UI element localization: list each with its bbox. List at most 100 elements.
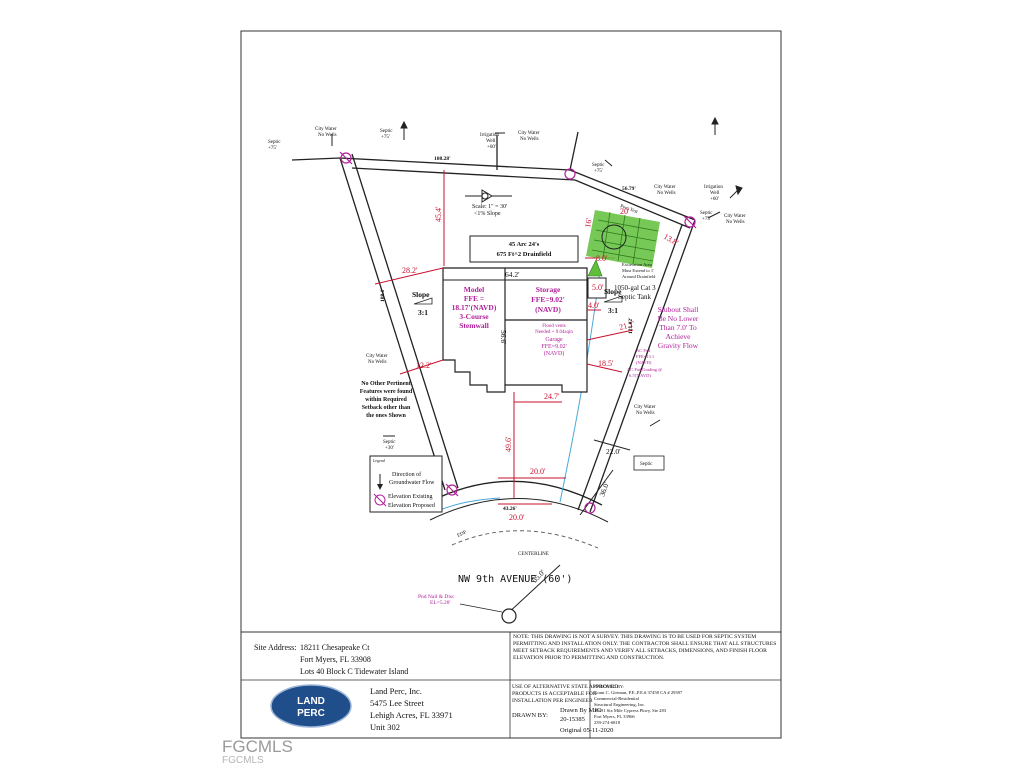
flood-vent-line-1: Flood vents bbox=[542, 324, 566, 329]
dim-188-1: 188.1' bbox=[380, 288, 386, 302]
garage-line-2: FFE=9.02' bbox=[541, 344, 566, 350]
stubout-line-1: Stubout Shall bbox=[658, 305, 699, 314]
drawn-by-2: 20-15385 bbox=[560, 716, 585, 723]
centerline-label: CENTERLINE bbox=[518, 552, 549, 557]
model-line-1: Model bbox=[464, 285, 484, 294]
septic-nearby-box bbox=[633, 455, 665, 471]
slope-left-symbol bbox=[413, 297, 433, 305]
legend-title: Legend bbox=[372, 458, 386, 463]
dim-18-5: 18.5' bbox=[598, 359, 614, 368]
dim-121-02: 121.02' bbox=[628, 317, 634, 334]
irrigation-label-2b: Well bbox=[710, 191, 720, 196]
dim-24-7: 24.7' bbox=[544, 392, 560, 401]
tank-excavation-1: Excavation Area bbox=[622, 262, 652, 267]
footer-grid bbox=[241, 632, 781, 738]
ac-pad-5: 6.5'(NAVD) bbox=[629, 373, 651, 378]
garage-line-1: Garage bbox=[545, 337, 563, 343]
company-line-3: Lehigh Acres, FL 33971 bbox=[370, 710, 453, 720]
flood-vent-line-2: Needed + 9.04sqin bbox=[535, 330, 573, 335]
watermark-big: FGCMLS bbox=[222, 737, 293, 756]
model-line-4: 3-Course bbox=[459, 312, 489, 321]
dim-49-6: 49.6' bbox=[504, 436, 513, 452]
north-arrow bbox=[465, 189, 512, 203]
alt-use-2: PRODUCTS IS ACCEPTABLE FOR bbox=[512, 691, 597, 697]
site-line-1: 18211 Chesapeake Ct bbox=[300, 643, 370, 652]
stubout-line-4: Achieve bbox=[666, 332, 692, 341]
dimension-lines bbox=[374, 170, 634, 505]
slope-right-label: Slope bbox=[604, 287, 622, 296]
no-other-3: within Required bbox=[365, 397, 407, 403]
logo-text-2: PERC bbox=[297, 708, 325, 719]
alt-use-1: USE OF ALTERNATIVE STATE APPROVED bbox=[512, 684, 618, 690]
dim-8-0: 8.0' bbox=[596, 254, 608, 263]
drainfield-area bbox=[586, 210, 660, 277]
drawn-by-3: Original 05-11-2020 bbox=[560, 727, 613, 734]
septic-label-2: Septic bbox=[268, 140, 281, 145]
irrigation-label-1c: +60' bbox=[487, 145, 496, 150]
pnd-nail-2: EL=5.28' bbox=[430, 600, 450, 606]
septic-label-1: Septic bbox=[380, 129, 393, 134]
dim-56-79: 56.79' bbox=[622, 186, 636, 192]
septic-label-4b: +75' bbox=[702, 217, 711, 222]
model-line-2: FFE = bbox=[464, 294, 484, 303]
drawn-by-label: DRAWN BY: bbox=[512, 712, 548, 719]
site-line-2: Fort Myers, FL 33908 bbox=[300, 655, 371, 664]
city-water-label-1b: No Wells bbox=[318, 133, 337, 138]
dim-28-2: 28.2' bbox=[402, 266, 418, 275]
dim-20-tank: 20' bbox=[620, 207, 630, 216]
city-water-label-1: City Water bbox=[315, 127, 337, 132]
stubout-line-3: Than 7.0' To bbox=[659, 323, 697, 332]
city-water-label-5: City Water bbox=[366, 354, 388, 359]
site-line-3: Lots 40 Block C Tidewater Island bbox=[300, 667, 408, 676]
checked-7: 239-274-6818 bbox=[594, 720, 621, 725]
street-name: NW 9th AVENUE (60') bbox=[458, 574, 572, 585]
tank-sub: Septic Tank bbox=[618, 293, 652, 301]
drainfield-box bbox=[469, 235, 579, 263]
storage-line-2: FFE=9.02' bbox=[531, 295, 565, 304]
dim-43-26: 43.26' bbox=[503, 506, 517, 512]
storage-line-3: (NAVD) bbox=[535, 305, 561, 314]
drainfield-line-1: 45 Arc 24's bbox=[509, 241, 540, 248]
septic-label-4: Septic bbox=[700, 211, 713, 216]
ac-pad-3: (NAVD) bbox=[636, 360, 652, 365]
dim-16: 16' bbox=[583, 217, 594, 228]
dim-20-0a: 20.0' bbox=[530, 467, 546, 476]
checked-6: Fort Myers, FL 33966 bbox=[594, 714, 635, 720]
dim-56-6: 56.6' bbox=[499, 330, 508, 345]
checked-5: 10491 Six Mile Cypress Pkwy, Ste 283 bbox=[594, 708, 667, 714]
slope-left-label: Slope bbox=[412, 290, 430, 299]
model-line-5: Stemwall bbox=[459, 321, 489, 330]
tank-excavation-2: Must Extend to 1' bbox=[622, 268, 654, 273]
garage-line-3: (NAVD) bbox=[544, 350, 565, 357]
dim-4-0: 4.0' bbox=[588, 301, 600, 310]
city-water-label-2b: No Wells bbox=[520, 137, 539, 142]
property-boundary bbox=[291, 131, 696, 549]
city-water-label-3: City Water bbox=[654, 185, 676, 190]
dim-22-0: 22.0' bbox=[606, 447, 621, 456]
city-water-label-4: City Water bbox=[724, 214, 746, 219]
company-line-1: Land Perc, Inc. bbox=[370, 686, 422, 696]
scale-note: <1% Slope bbox=[474, 211, 501, 217]
legend-elev-2: Elevation Proposed bbox=[388, 503, 435, 509]
septic-label-3: Septic bbox=[592, 163, 605, 168]
septic-tank bbox=[587, 277, 607, 299]
septic-label-1b: +75' bbox=[381, 135, 390, 140]
dim-45-4: 45.4' bbox=[434, 206, 443, 222]
pnd-nail-marker bbox=[501, 608, 517, 624]
no-other-1: No Other Pertinent bbox=[361, 381, 411, 387]
city-water-label-3b: No Wells bbox=[657, 191, 676, 196]
logo-text-1: LAND bbox=[297, 696, 325, 707]
company-line-2: 5475 Lee Street bbox=[370, 698, 424, 708]
company-line-4: Unit 302 bbox=[370, 722, 400, 732]
drawn-by-1: Drawn By MJC bbox=[560, 707, 601, 714]
ac-pad-4: AC Pad Grading @ bbox=[627, 367, 662, 372]
dim-5-0: 5.0' bbox=[592, 283, 604, 292]
legend-flow-1: Direction of bbox=[392, 471, 421, 478]
no-other-5: the ones Shown bbox=[366, 413, 406, 419]
ac-pad-1: AC Pad bbox=[636, 348, 651, 353]
drainfield-line-2: 675 Ft^2 Drainfield bbox=[497, 251, 552, 258]
irrigation-label-1: Irrigation bbox=[480, 133, 499, 138]
stubout-line-5: Gravity Flow bbox=[658, 341, 699, 350]
checked-4: Structural Engineering, Inc. bbox=[594, 702, 645, 708]
